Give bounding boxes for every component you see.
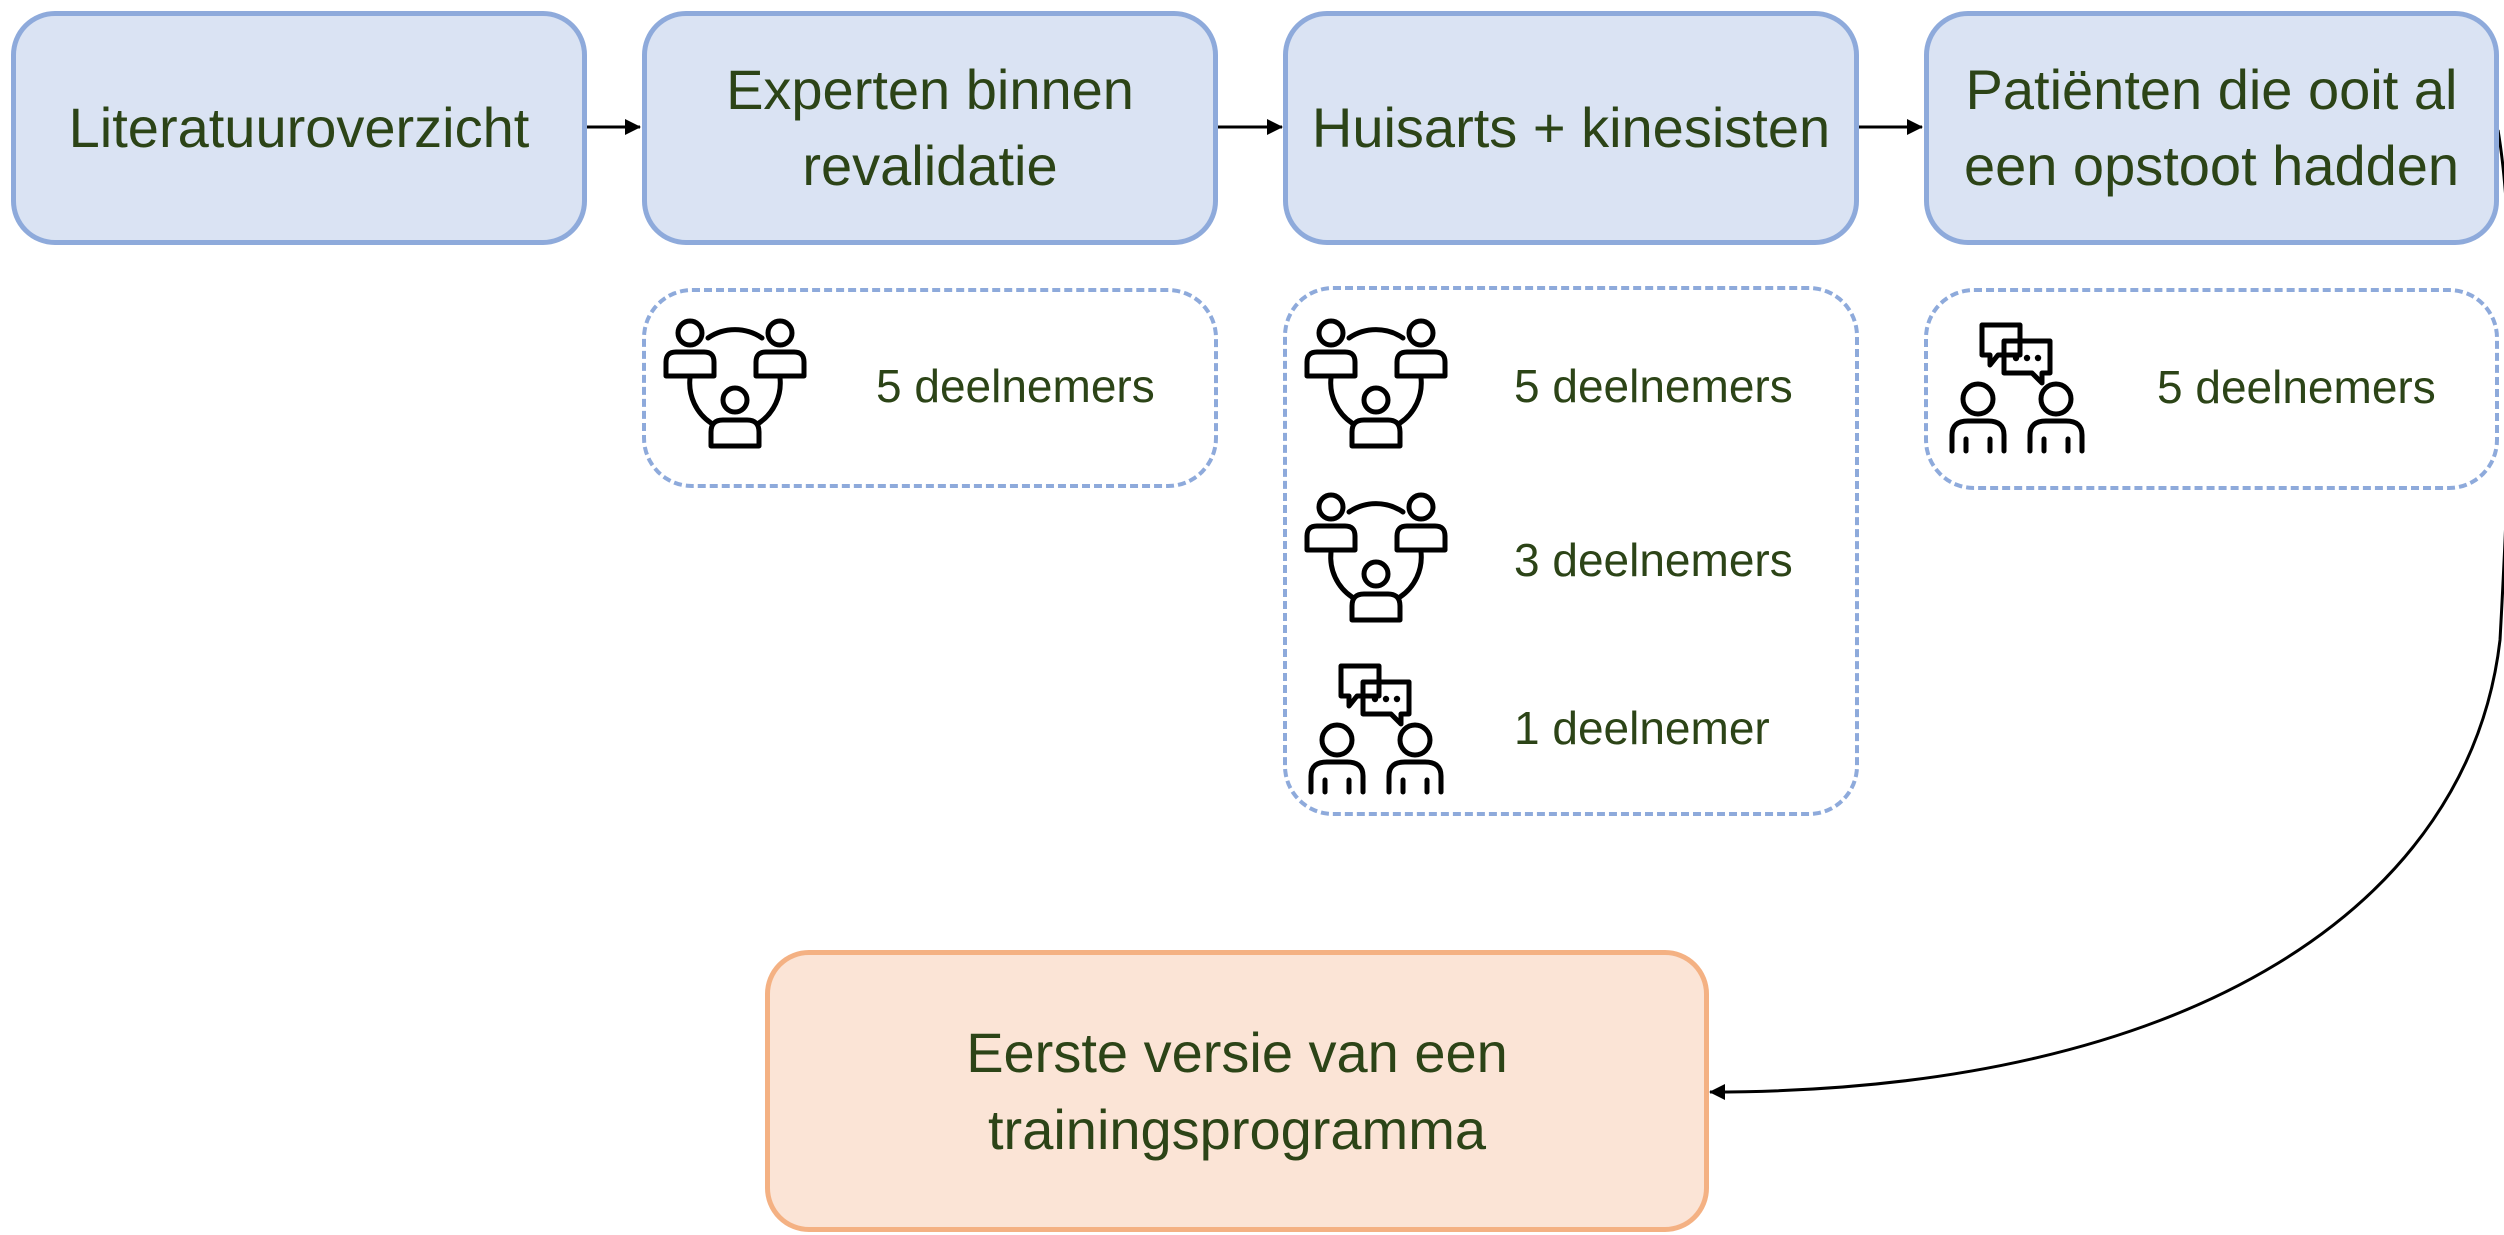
participant-count: 1 deelnemer (1514, 702, 1770, 754)
participant-count: 5 deelnemers (876, 360, 1155, 412)
participant-row: 5 deelnemers (1928, 317, 2495, 457)
result-label: Eerste versie van een trainingsprogramma (966, 1020, 1508, 1161)
group-discussion-icon (1301, 316, 1451, 456)
group-discussion-icon (660, 316, 810, 456)
step-label: Experten binnen revalidatie (726, 58, 1134, 197)
step-literatuuroverzicht: Literatuuroverzicht (11, 11, 587, 245)
step-label: Patiënten die ooit al een opstoot hadden (1963, 58, 2460, 197)
participant-count: 5 deelnemers (2157, 361, 2436, 413)
step-label: Huisarts + kinesisten (1311, 96, 1831, 160)
participant-row: 5 deelnemers (646, 316, 1214, 456)
participant-row: 1 deelnemer (1287, 658, 1855, 798)
participant-count: 5 deelnemers (1514, 360, 1793, 412)
interview-icon (1301, 658, 1451, 798)
participants-experts: 5 deelnemers (642, 288, 1218, 488)
group-discussion-icon (1301, 490, 1451, 630)
step-experten-revalidatie: Experten binnen revalidatie (642, 11, 1218, 245)
step-label: Literatuuroverzicht (68, 96, 530, 160)
participant-count: 3 deelnemers (1514, 534, 1793, 586)
step-huisarts-kinesisten: Huisarts + kinesisten (1283, 11, 1859, 245)
interview-icon (1942, 317, 2092, 457)
participants-patients: 5 deelnemers (1924, 288, 2499, 490)
participant-row: 5 deelnemers (1287, 316, 1855, 456)
arrow-step4-to-result (1709, 129, 2504, 1100)
step-patienten: Patiënten die ooit al een opstoot hadden (1924, 11, 2499, 245)
participants-huisarts: 5 deelnemers 3 deelnemers 1 deelnemer (1283, 286, 1859, 816)
result-trainingsprogramma: Eerste versie van een trainingsprogramma (765, 950, 1709, 1232)
participant-row: 3 deelnemers (1287, 490, 1855, 630)
